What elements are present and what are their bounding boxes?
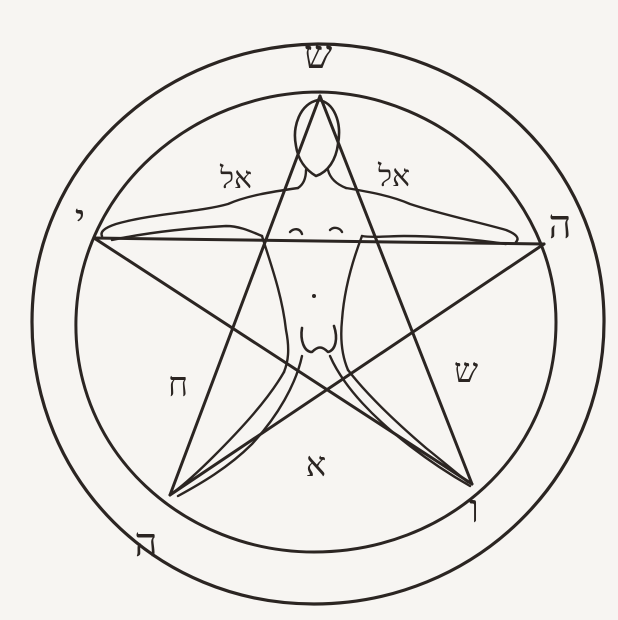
letter-top: ש [304, 32, 333, 78]
letter-upper-left: י [75, 196, 86, 242]
letter-lower-left: ה [134, 520, 157, 566]
letter-center: א [306, 445, 326, 485]
letter-lower-right: ו [469, 486, 479, 532]
letter-above-left-arm: אל [219, 161, 252, 196]
letter-left-arm: ח [168, 365, 188, 405]
letter-above-right-arm: אל [377, 159, 410, 194]
letter-upper-right: ה [548, 202, 571, 248]
letter-right-arm: ש [454, 351, 478, 391]
figure-navel [312, 294, 316, 298]
